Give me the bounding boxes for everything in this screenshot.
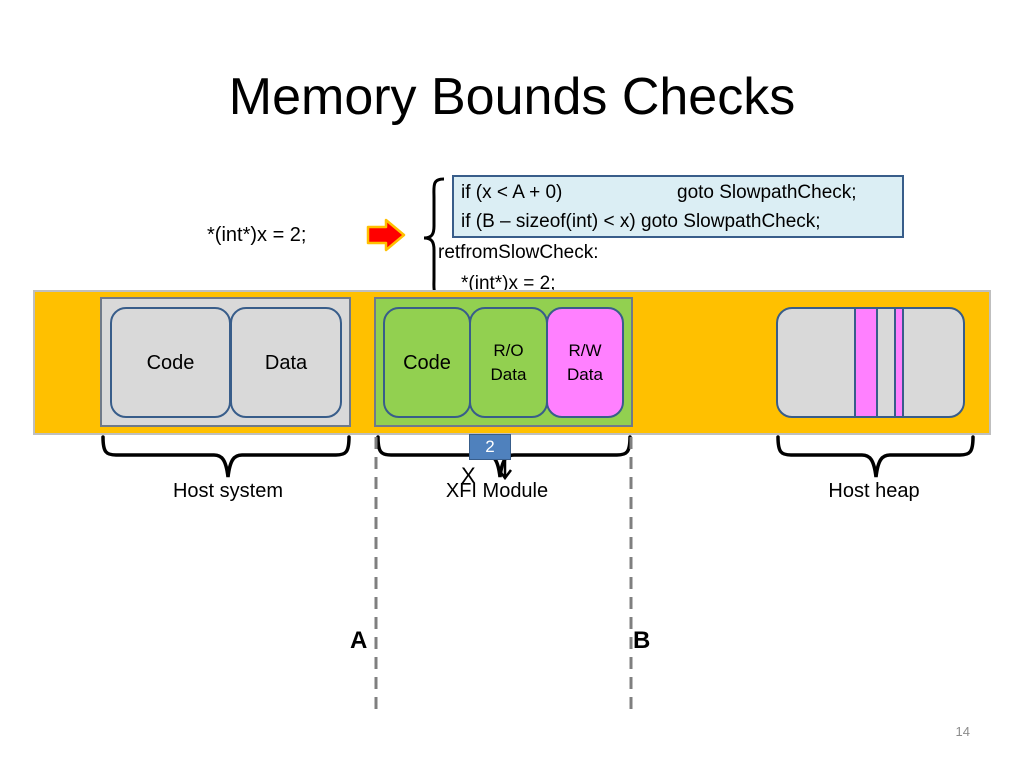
host-system-label: Host system: [172, 480, 284, 502]
check-line-2: if (B – sizeof(int) < x) goto SlowpathCh…: [461, 211, 821, 232]
bound-a-label: A: [350, 627, 368, 654]
host-code-segment: Code: [110, 307, 231, 418]
xfi-module-label: XFI Module: [445, 480, 549, 502]
host-heap-label: Host heap: [828, 480, 920, 502]
host-code-label: Code: [146, 351, 195, 374]
xfi-ro-data-label: R/O Data: [490, 340, 527, 384]
xfi-code-label: Code: [403, 351, 451, 374]
access-size-badge: 2: [469, 434, 511, 460]
bounds-check-code-box: if (x < A + 0) goto SlowpathCheck; if (B…: [452, 175, 904, 238]
heap-allocation-2: [894, 309, 904, 416]
ret-label-line: retfromSlowCheck:: [438, 242, 599, 263]
slide-title: Memory Bounds Checks: [228, 68, 796, 126]
check-line-1-goto: goto SlowpathCheck;: [677, 182, 857, 203]
x-pointer-arrow-icon: [498, 461, 512, 481]
check-line-1-condition: if (x < A + 0): [461, 182, 563, 203]
red-right-arrow-icon: [366, 218, 406, 252]
store-line: *(int*)x = 2;: [461, 273, 556, 294]
host-data-segment: Data: [230, 307, 342, 418]
host-system-brace-icon: [101, 435, 351, 478]
xfi-ro-data-segment: R/O Data: [469, 307, 548, 418]
host-heap-brace-icon: [776, 435, 975, 478]
xfi-rw-data-segment: R/W Data: [546, 307, 624, 418]
x-pointer-label: X: [461, 463, 476, 488]
store-statement: *(int*)x = 2;: [207, 224, 307, 246]
xfi-rw-data-label: R/W Data: [567, 340, 603, 384]
bound-b-label: B: [633, 627, 651, 654]
host-data-label: Data: [264, 351, 308, 374]
page-number: 14: [955, 724, 970, 739]
heap-allocation-1: [854, 309, 878, 416]
xfi-module-brace-icon: [376, 435, 632, 478]
left-curly-brace-icon: [423, 177, 445, 299]
